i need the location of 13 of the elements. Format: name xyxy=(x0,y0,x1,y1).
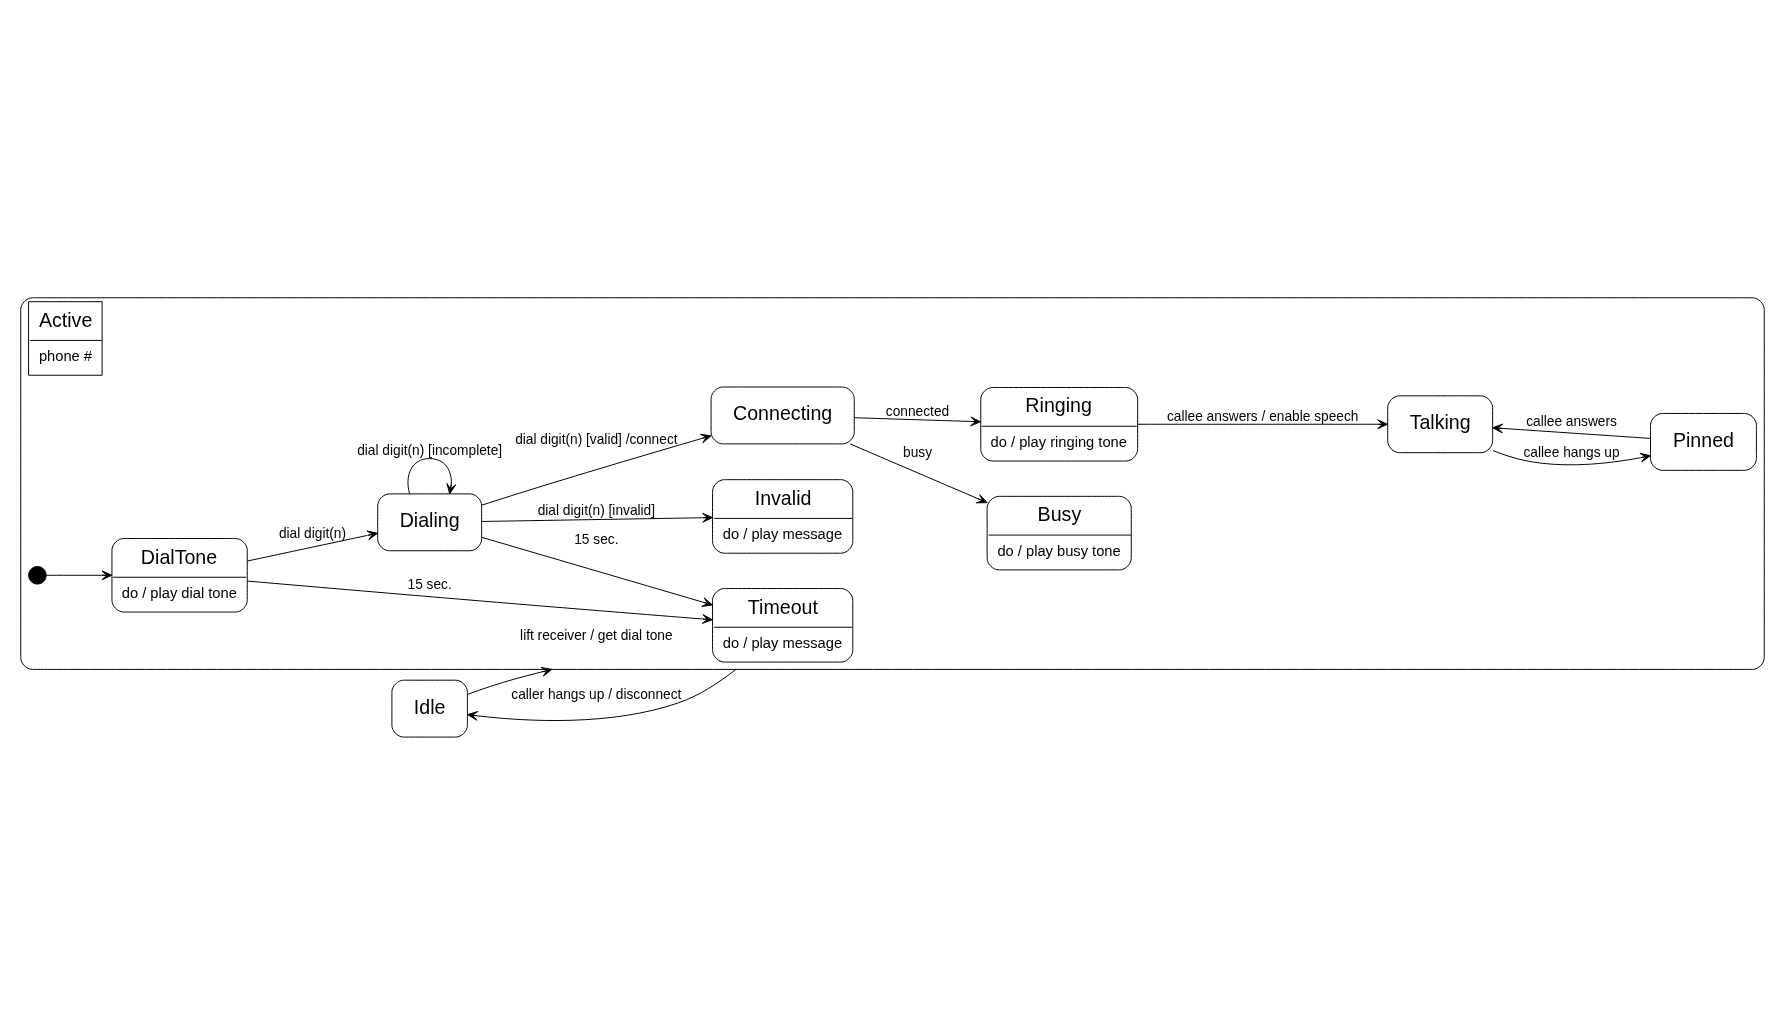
edge-label: 15 sec. xyxy=(407,576,452,592)
edge-label: callee hangs up xyxy=(1523,444,1620,460)
edge-label: busy xyxy=(903,444,932,460)
edge-label: dial digit(n) [invalid] xyxy=(537,502,656,518)
edge-label: callee answers / enable speech xyxy=(1166,408,1359,424)
edge-label: callee answers xyxy=(1526,413,1617,429)
edge-label: caller hangs up / disconnect xyxy=(511,686,682,702)
edge-label: dial digit(n) [valid] /connect xyxy=(515,431,678,447)
edge-label: dial digit(n) xyxy=(278,525,347,541)
edge-label: connected xyxy=(885,403,950,419)
edge-label: lift receiver / get dial tone xyxy=(520,627,673,643)
edge-label: dial digit(n) [incomplete] xyxy=(357,442,503,458)
edge-label: 15 sec. xyxy=(574,531,619,547)
